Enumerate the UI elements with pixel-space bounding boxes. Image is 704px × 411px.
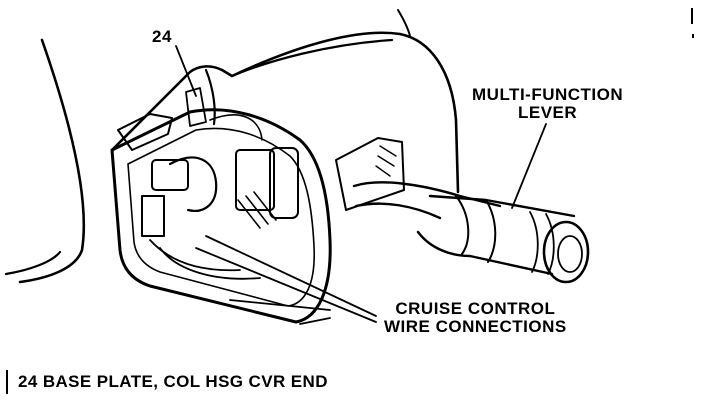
lever-opening xyxy=(335,137,405,211)
steering-wheel-rim-inner xyxy=(4,250,62,276)
base-plate-frame xyxy=(110,108,332,324)
wire-loop xyxy=(168,156,218,212)
housing-far-edge xyxy=(397,9,411,37)
housing-top-curve xyxy=(230,38,394,78)
reference-number-label: 24 xyxy=(152,27,172,46)
lever-band xyxy=(529,211,555,275)
edge-mark xyxy=(691,8,693,24)
caption-marker xyxy=(6,370,8,394)
housing-seam xyxy=(204,68,216,126)
leader-cruise-1 xyxy=(205,235,377,317)
tab-24-slot xyxy=(185,87,207,127)
lever-end-cap xyxy=(542,220,590,284)
cruise-control-label: CRUISE CONTROL WIRE CONNECTIONS xyxy=(384,300,567,336)
connector-block-1 xyxy=(141,195,165,237)
cruise-label-line-2: WIRE CONNECTIONS xyxy=(384,316,567,336)
cruise-label-line-1: CRUISE CONTROL xyxy=(395,299,556,318)
lever-shaft xyxy=(352,181,502,220)
leader-multi-function xyxy=(511,123,547,209)
leader-24 xyxy=(175,45,197,97)
connector-pins xyxy=(237,191,277,229)
switch-module xyxy=(235,149,275,211)
switch-module-2 xyxy=(269,147,299,219)
edge-mark-small xyxy=(692,34,694,38)
connector-block-2 xyxy=(151,159,189,191)
multi-function-label-line-2: LEVER xyxy=(517,102,578,122)
figure-caption: 24 BASE PLATE, COL HSG CVR END xyxy=(18,372,328,391)
base-lines xyxy=(229,299,331,325)
wire-bundle xyxy=(149,239,261,280)
base-plate-inner xyxy=(127,127,315,307)
multi-function-lever-label: MULTI-FUNCTION LEVER xyxy=(472,86,623,122)
lever-opening-hatch xyxy=(375,145,397,177)
leader-cruise-2 xyxy=(195,247,377,323)
steering-wheel-rim xyxy=(18,38,86,284)
lever-end-cap-inner xyxy=(557,235,583,273)
multi-function-label-line-1: MULTI-FUNCTION xyxy=(472,85,624,104)
cavity-detail xyxy=(209,114,263,141)
lever-collar xyxy=(455,195,497,263)
tab-24 xyxy=(117,113,173,151)
column-housing-cover xyxy=(110,31,460,194)
